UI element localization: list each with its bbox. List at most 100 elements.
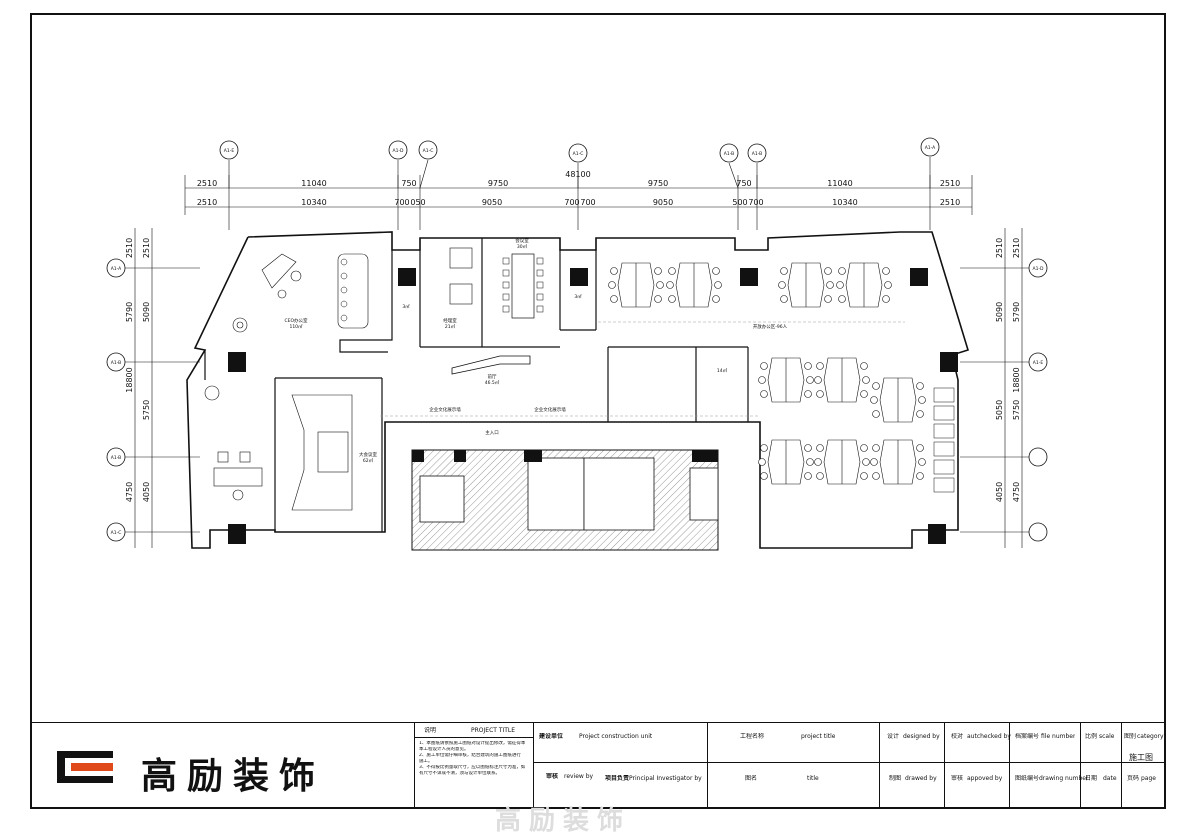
meeting-table bbox=[511, 253, 535, 319]
room-label: 经理室 bbox=[443, 317, 457, 324]
chair-icon bbox=[860, 472, 868, 480]
axis-label: A1-B bbox=[752, 151, 763, 157]
logo-icon bbox=[57, 749, 119, 785]
dim-text: 2510 bbox=[197, 198, 217, 207]
room-label: 企业文化展示墙 bbox=[534, 406, 566, 413]
plant-icon bbox=[204, 385, 220, 401]
review-en: review by bbox=[564, 773, 594, 780]
room-label: 会议室 bbox=[515, 237, 529, 244]
room-area: 110㎡ bbox=[289, 323, 303, 330]
dim-text: 700 bbox=[748, 198, 763, 207]
chair-icon bbox=[862, 376, 870, 384]
restroom bbox=[583, 457, 655, 531]
room-area: 46.5㎡ bbox=[485, 379, 500, 386]
axis-bubble bbox=[106, 522, 126, 542]
principal-label: 项目负责 bbox=[605, 775, 630, 782]
chair-icon bbox=[870, 396, 878, 404]
chair-icon bbox=[816, 444, 824, 452]
dim-text: 500 bbox=[732, 198, 747, 207]
axis-bubble bbox=[418, 140, 438, 160]
page-en: page bbox=[1141, 775, 1156, 782]
chair-icon bbox=[916, 410, 924, 418]
desk bbox=[337, 253, 369, 329]
dim-text: 700 bbox=[580, 198, 595, 207]
column bbox=[228, 524, 246, 544]
note-line: 有尺寸不详或不清，须与设计单位联系。 bbox=[419, 771, 500, 776]
dim-text: 2510 bbox=[995, 238, 1004, 258]
axis-label: A1-B bbox=[111, 360, 122, 366]
axis-bubble bbox=[747, 143, 767, 163]
chair-icon bbox=[656, 281, 664, 289]
dim-text: 48100 bbox=[565, 170, 590, 179]
chair-icon bbox=[860, 362, 868, 370]
room-area: 21㎡ bbox=[445, 323, 456, 330]
column bbox=[910, 268, 928, 286]
axis-label: A1-C bbox=[573, 151, 584, 157]
dim-text: 10340 bbox=[301, 198, 326, 207]
axis-bubble bbox=[388, 140, 408, 160]
column bbox=[228, 352, 246, 372]
axis-label: A1-A bbox=[925, 145, 936, 151]
note-line: 2、施工单位需仔细审核，结合建筑的施工图纸进行 bbox=[419, 753, 521, 758]
axis-label: A1-E bbox=[1033, 360, 1044, 366]
workstation-cluster bbox=[814, 439, 870, 485]
project-title-label: PROJECT TITLE bbox=[471, 727, 516, 734]
chair-icon bbox=[804, 472, 812, 480]
chair-icon bbox=[872, 472, 880, 480]
axis-bubble bbox=[106, 447, 126, 467]
axis-bubble bbox=[106, 258, 126, 278]
chair-icon bbox=[918, 396, 926, 404]
dim-text: 2510 bbox=[125, 238, 134, 258]
room-label: 3㎡ bbox=[574, 293, 582, 300]
category-value: 施工图 bbox=[1129, 753, 1153, 762]
notes-label: 说明 bbox=[424, 727, 437, 734]
dim-text: 11040 bbox=[827, 179, 852, 188]
room-label: 14㎡ bbox=[717, 367, 728, 374]
chair-icon bbox=[668, 267, 676, 275]
room-area: 62㎡ bbox=[363, 457, 374, 464]
approved-label: 审核 bbox=[951, 775, 964, 782]
column bbox=[740, 268, 758, 286]
dim-text: 2510 bbox=[940, 198, 960, 207]
chair-icon bbox=[816, 362, 824, 370]
workstation-cluster bbox=[778, 262, 834, 308]
dim-text: 2510 bbox=[940, 179, 960, 188]
chair-icon bbox=[872, 444, 880, 452]
stair bbox=[527, 457, 585, 531]
room-label: 主入口 bbox=[485, 429, 499, 436]
axis-bubble bbox=[568, 143, 588, 163]
chair-icon bbox=[826, 281, 834, 289]
chair-icon bbox=[916, 382, 924, 390]
room-label: 开放办公区-96人 bbox=[753, 323, 788, 330]
axis-label: A1-B bbox=[724, 151, 735, 157]
dim-text: 5790 bbox=[125, 302, 134, 322]
drawing-name-label: 图名 bbox=[745, 775, 758, 782]
chair-icon bbox=[816, 472, 824, 480]
chair-icon bbox=[778, 281, 786, 289]
desk bbox=[449, 283, 473, 305]
chair-icon bbox=[804, 362, 812, 370]
chair-icon bbox=[712, 295, 720, 303]
chair-icon bbox=[814, 458, 822, 466]
chair-icon bbox=[816, 390, 824, 398]
workstation-cluster bbox=[666, 262, 722, 308]
chair-icon bbox=[780, 267, 788, 275]
chair-icon bbox=[824, 295, 832, 303]
checked-label: 校对 bbox=[951, 733, 964, 740]
chair-icon bbox=[916, 472, 924, 480]
workstation-cluster bbox=[870, 439, 926, 485]
dim-text: 4750 bbox=[125, 482, 134, 502]
chair-icon bbox=[654, 295, 662, 303]
chair-icon bbox=[780, 295, 788, 303]
column bbox=[928, 524, 946, 544]
approved-en: appoved by bbox=[967, 775, 1003, 782]
dim-text: 2510 bbox=[1012, 238, 1021, 258]
room-label: CEO办公室 bbox=[284, 317, 308, 324]
drawing-number-label: 图纸编号 bbox=[1015, 775, 1040, 782]
chair-icon bbox=[804, 444, 812, 452]
chair-icon bbox=[758, 376, 766, 384]
scale-label: 比例 bbox=[1085, 733, 1098, 740]
dim-text: 4050 bbox=[142, 482, 151, 502]
elevator bbox=[419, 475, 465, 523]
